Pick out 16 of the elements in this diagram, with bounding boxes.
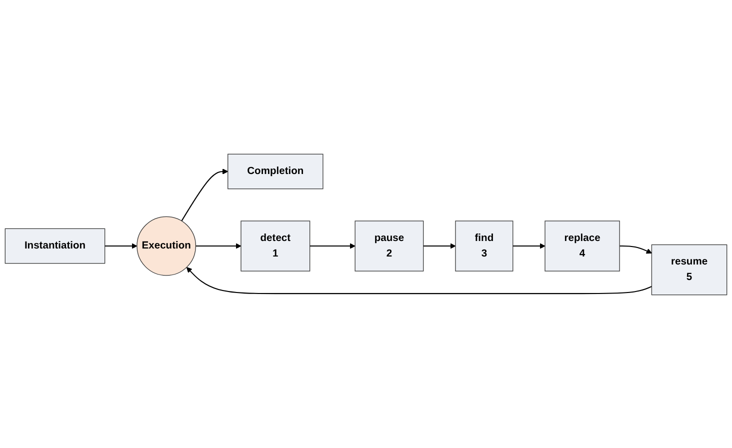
arrow <box>104 242 138 248</box>
node-box: replace 4 <box>544 220 620 271</box>
arrow <box>310 242 356 248</box>
node-box: Completion <box>228 153 324 189</box>
node-box: pause 2 <box>354 220 424 271</box>
node-box: resume 5 <box>651 244 728 295</box>
arrow <box>181 168 228 221</box>
arrow <box>186 266 652 294</box>
arrow <box>196 242 242 248</box>
node-box: Instantiation <box>4 228 106 264</box>
node-circle: Execution <box>136 216 196 276</box>
node-box: detect 1 <box>240 220 310 271</box>
arrow <box>620 245 652 254</box>
arrow <box>512 242 546 248</box>
node-box: find 3 <box>455 220 514 271</box>
arrow <box>423 242 456 248</box>
